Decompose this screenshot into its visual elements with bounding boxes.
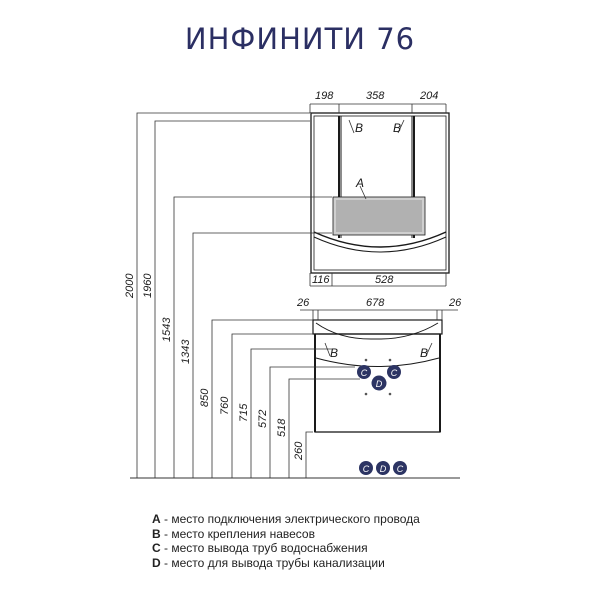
- height-labels: 2000 1960 1543 1343 850 760 715 572 518 …: [124, 273, 305, 461]
- mirror-cabinet: [310, 112, 450, 274]
- dimension-lines: [130, 103, 460, 479]
- cabinet-badges: C C D: [357, 365, 401, 391]
- dim-height-260: 260: [293, 441, 305, 461]
- badge-c-floor-left: [359, 461, 373, 475]
- legend-item-c: C - место вывода труб водоснабжения: [152, 541, 420, 556]
- legend-key-d: D: [152, 555, 161, 570]
- dim-bottom-528: 528: [375, 274, 394, 286]
- badge-c-cabinet-right-label: C: [391, 368, 398, 378]
- floor-badges: C D C: [359, 461, 407, 475]
- legend: A - место подключения электрического про…: [152, 512, 420, 570]
- marker-b-sink-right: B: [420, 346, 428, 360]
- badge-d-cabinet: [371, 375, 387, 391]
- dim-sink-26-right: 26: [448, 297, 462, 309]
- marker-b-mirror-left: B: [355, 121, 363, 135]
- badge-c-floor-right: [393, 461, 407, 475]
- marker-b-sink-left: B: [330, 346, 338, 360]
- dim-sink-26-left: 26: [296, 297, 310, 309]
- dim-top-204: 204: [419, 90, 438, 102]
- legend-text-c: - место вывода труб водоснабжения: [160, 541, 368, 555]
- dim-height-1543: 1543: [161, 317, 173, 342]
- dim-sink-678: 678: [366, 297, 385, 309]
- marker-b-mirror-right: B: [393, 121, 401, 135]
- legend-text-b: - место крепления навесов: [160, 526, 315, 541]
- badge-d-cabinet-label: D: [376, 379, 383, 389]
- socket-area-a: [332, 196, 426, 236]
- legend-item-d: D - место для вывода трубы канализации: [152, 556, 420, 571]
- badge-c-cabinet-left: [357, 365, 371, 379]
- badge-c-floor-right-label: C: [397, 464, 404, 474]
- dim-top-198: 198: [315, 90, 334, 102]
- dim-height-760: 760: [219, 396, 231, 415]
- legend-key-a: A: [152, 512, 161, 526]
- badge-c-cabinet-left-label: C: [361, 368, 368, 378]
- legend-key-b: B: [152, 526, 161, 541]
- dim-height-572: 572: [257, 410, 269, 428]
- width-labels: 198 358 204 116 528 26 678 26: [296, 90, 462, 309]
- dim-top-358: 358: [366, 90, 385, 102]
- dim-height-2000: 2000: [124, 273, 136, 299]
- legend-text-d: - место для вывода трубы канализации: [160, 555, 385, 570]
- legend-item-b: B - место крепления навесов: [152, 527, 420, 542]
- legend-key-c: C: [152, 541, 161, 555]
- legend-text-a: - место подключения электрического прово…: [160, 512, 420, 526]
- badge-c-floor-left-label: C: [363, 464, 370, 474]
- dim-height-715: 715: [238, 403, 250, 422]
- badge-c-cabinet-right: [387, 365, 401, 379]
- diagram-title: ИНФИНИТИ 76: [184, 22, 416, 56]
- marker-a: A: [355, 176, 364, 190]
- markers: A B B B B: [324, 119, 433, 396]
- dim-height-518: 518: [276, 418, 288, 437]
- dim-height-850: 850: [199, 388, 211, 407]
- legend-item-a: A - место подключения электрического про…: [152, 512, 420, 527]
- dim-height-1343: 1343: [180, 339, 192, 364]
- dim-bottom-116: 116: [312, 274, 330, 286]
- dim-height-1960: 1960: [142, 273, 154, 298]
- sink-cabinet: [312, 319, 443, 433]
- badge-d-floor-label: D: [380, 464, 387, 474]
- badge-d-floor: [376, 461, 390, 475]
